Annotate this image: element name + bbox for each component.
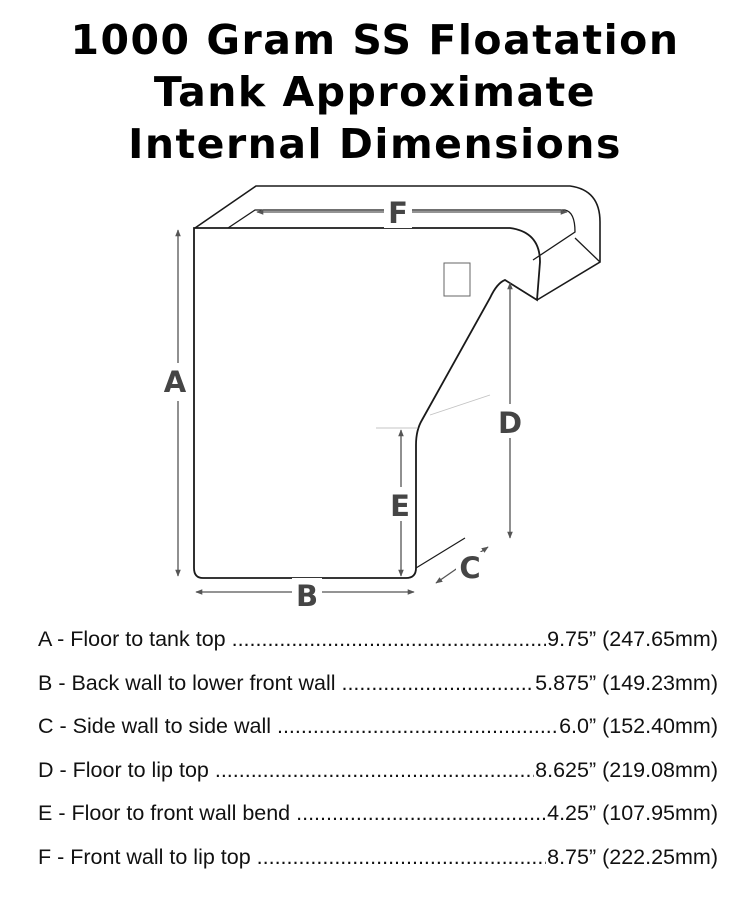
title-line-2: Tank Approximate [153,68,597,116]
dimension-d-label-bg [496,404,524,438]
dimension-c-label: C [459,551,480,585]
dimension-row-b: B - Back wall to lower front wall 5.875”… [38,661,718,706]
dimension-f-label: F [388,196,408,230]
dimension-row-d: D - Floor to lip top 8.625” (219.08mm) [38,748,718,793]
dimension-d-label: D [498,406,522,440]
dimension-e-label: E [390,489,410,523]
page-title: 1000 Gram SS Floatation Tank Approximate… [0,14,750,170]
title-line-3: Internal Dimensions [128,120,622,168]
dimension-e-value: 4.25” (107.95mm) [546,792,718,836]
dimension-c-label-bg [456,552,484,582]
dimension-list: A - Floor to tank top 9.75” (247.65mm) B… [38,618,718,880]
dimension-c-value: 6.0” (152.40mm) [558,705,718,749]
dimension-b-label-bg [292,578,322,610]
title-line-1: 1000 Gram SS Floatation [70,16,680,64]
dimension-b-value: 5.875” (149.23mm) [534,661,718,706]
dimension-row-c: C - Side wall to side wall 6.0” (152.40m… [38,705,718,749]
dimension-row-a: A - Floor to tank top 9.75” (247.65mm) [38,618,718,662]
dimension-row-f: F - Front wall to lip top 8.75” (222.25m… [38,835,718,880]
rim-edge-line [574,237,601,263]
dimension-b-label: B [296,579,318,613]
construction-line [429,394,491,416]
dimension-a-label: A [164,365,187,399]
dimension-f-label-bg [384,196,412,228]
dimension-row-e: E - Floor to front wall bend 4.25” (107.… [38,792,718,836]
tank-top-rim [194,185,601,301]
dimension-a-value: 9.75” (247.65mm) [546,618,718,662]
dimension-f-value: 8.75” (222.25mm) [546,835,718,880]
dimension-d-value: 8.625” (219.08mm) [534,748,718,793]
dimension-e-label-bg [388,487,414,521]
dimension-a-label-bg [164,363,190,401]
tank-window [443,262,471,297]
tank-outline [193,227,541,579]
